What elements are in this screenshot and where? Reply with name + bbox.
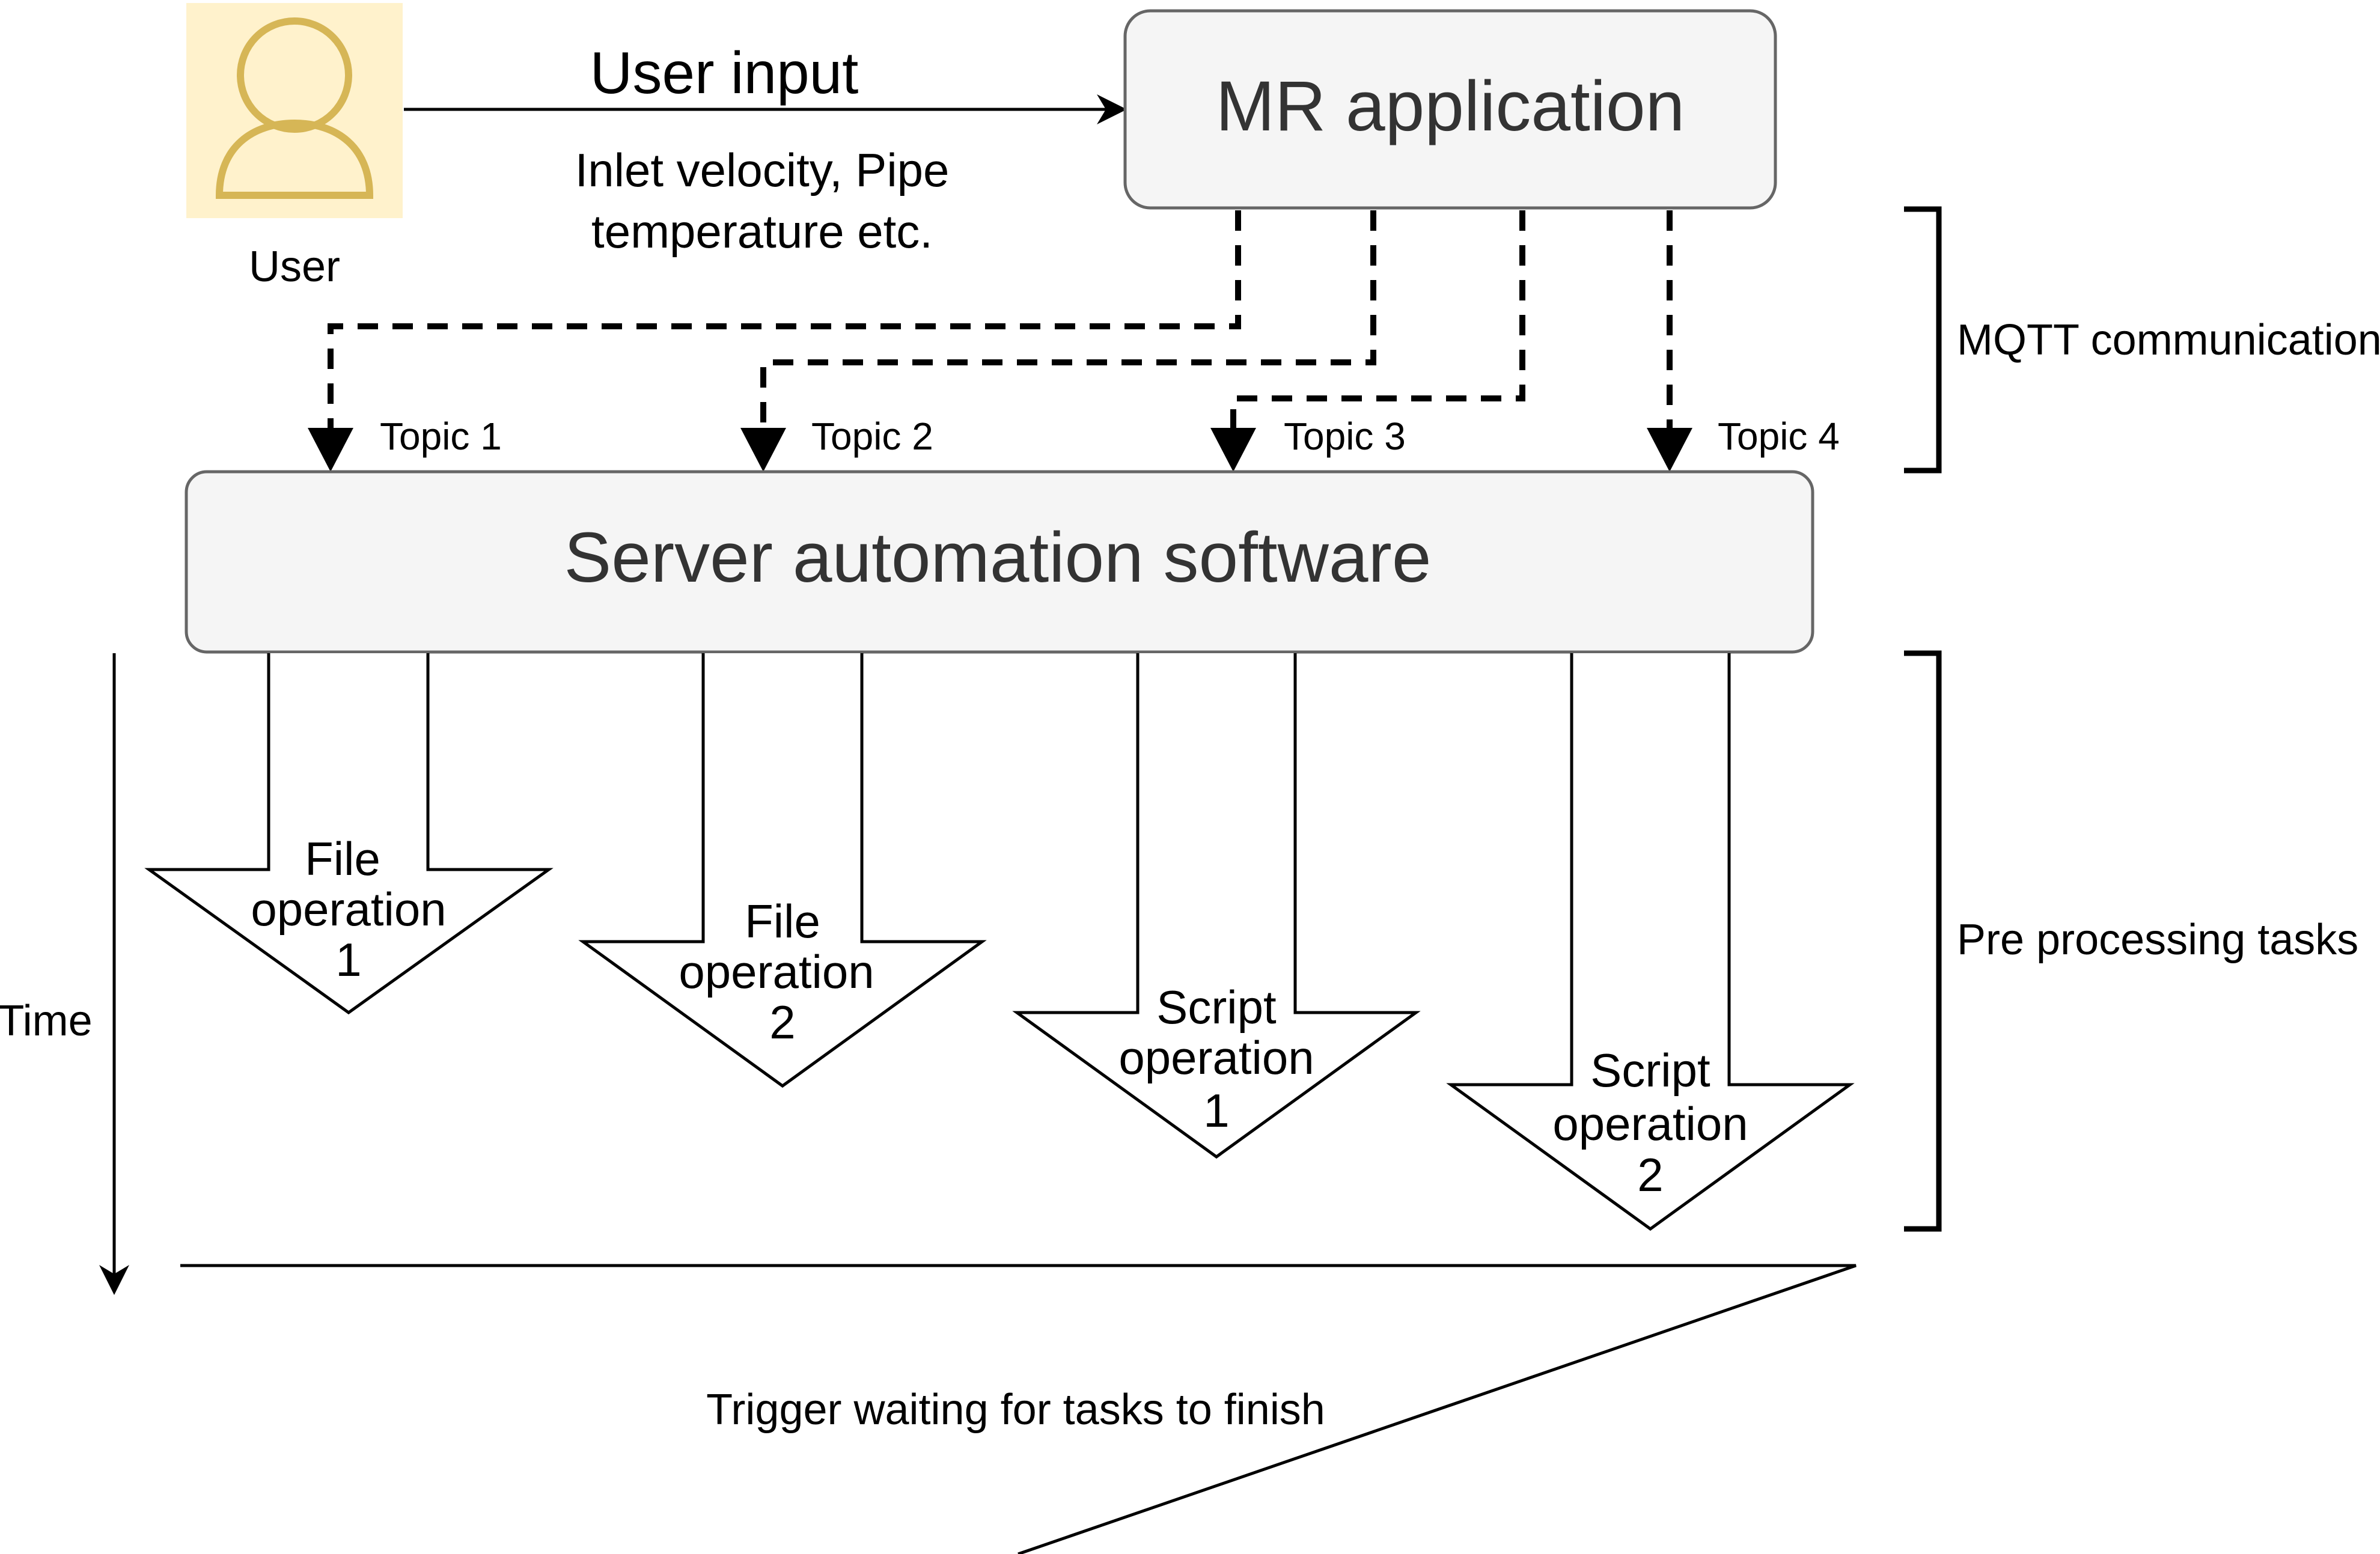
svg-text:Script: Script [1590,1044,1710,1097]
user-icon [215,17,374,199]
user-input-title: User input [590,40,859,106]
svg-text:operation: operation [1552,1097,1748,1150]
svg-text:2: 2 [769,996,795,1049]
topic-4-arrowhead [1647,428,1692,472]
script-operation-2-text: Script operation 2 [1552,1044,1748,1201]
file-operation-1-text: File operation 1 [251,832,446,986]
server-automation-label: Server automation software [564,518,1432,597]
mqtt-communication-label: MQTT communication [1957,316,2380,364]
pre-processing-bracket [1904,650,1942,1232]
server-automation-box [185,470,1814,654]
mqtt-connectors [328,210,1673,436]
svg-text:operation: operation [679,945,874,998]
topic-1-connector [328,210,1241,433]
trigger-label: Trigger waiting for tasks to finish [706,1386,1325,1434]
svg-text:operation: operation [251,883,446,936]
pre-processing-label: Pre processing tasks [1957,916,2358,964]
time-label: Time [0,997,93,1045]
mr-application-label: MR application [1216,67,1685,146]
svg-text:2: 2 [1637,1148,1663,1201]
topic-1-arrowhead [308,428,353,472]
topic-1-label: Topic 1 [380,415,502,458]
svg-text:operation: operation [1118,1031,1314,1084]
user-input-detail-line2: temperature etc. [591,205,933,258]
topic-3-arrowhead [1210,428,1256,472]
topic-3-label: Topic 3 [1284,415,1406,458]
trigger-triangle [180,1264,1857,1554]
topic-2-label: Topic 2 [811,415,933,458]
topic-3-connector [1230,210,1525,434]
svg-text:File: File [305,832,380,885]
user-input-detail-line1: Inlet velocity, Pipe [575,144,950,197]
file-operation-2-arrow [578,653,987,1088]
task-arrows [144,653,1855,1231]
svg-text:1: 1 [335,933,361,986]
svg-text:Script: Script [1156,981,1277,1034]
topic-4-label: Topic 4 [1718,415,1840,458]
svg-text:1: 1 [1203,1084,1229,1137]
topic-arrowheads [308,428,1692,472]
topic-2-arrowhead [740,428,786,472]
script-operation-1-arrow [1012,653,1421,1159]
file-operation-2-text: File operation 2 [679,895,874,1049]
topic-2-connector [760,210,1376,434]
svg-text:File: File [745,895,820,948]
script-operation-2-arrow [1446,653,1855,1231]
user-actor [186,3,403,218]
script-operation-1-text: Script operation 1 [1118,981,1314,1137]
mr-application-box [1123,9,1777,210]
user-label: User [249,243,340,291]
file-operation-1-arrow [144,653,554,1015]
mqtt-bracket [1904,206,1942,474]
